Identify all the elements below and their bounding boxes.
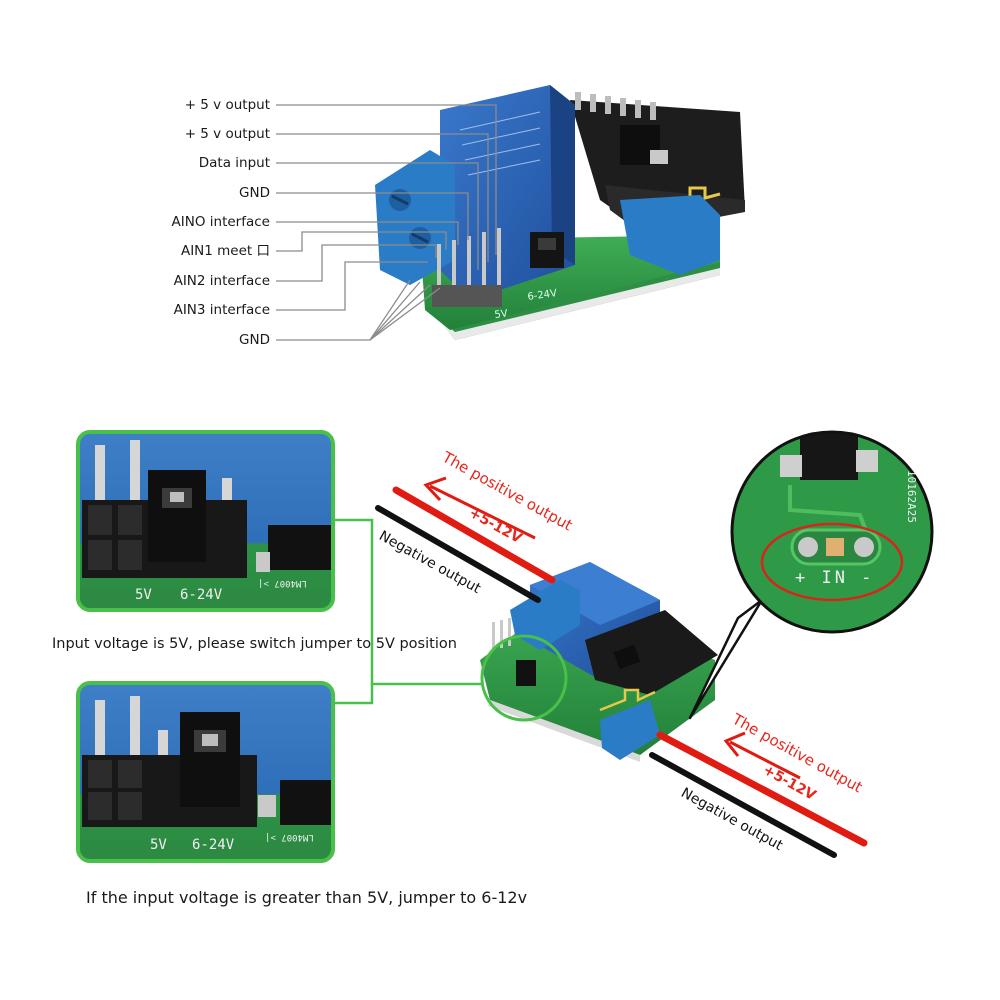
- right-arrow-shaft: [729, 740, 801, 780]
- left-arrow-shaft: [429, 484, 536, 540]
- zoom-connector-lines: [333, 518, 482, 705]
- pin-label-data-input: Data input: [198, 155, 270, 171]
- pin-label-gnd-1: GND: [239, 185, 270, 201]
- pin-leader-lines: [276, 104, 497, 341]
- left-black-wire: [375, 505, 541, 603]
- zoom-top-silk-5v: 5V: [135, 587, 152, 603]
- zoom-panel-6-24v: [76, 681, 335, 863]
- callout-silk-code: 10162A25: [905, 470, 918, 523]
- zoom-top-silk-part: LM4007 >|: [258, 578, 307, 588]
- left-arrow-head: [423, 476, 447, 502]
- zoom-panel-5v: [76, 430, 335, 612]
- caption-jumper-6-24v: If the input voltage is greater than 5V,…: [86, 888, 528, 907]
- callout-silk-in: + IN -: [795, 568, 875, 588]
- pin-label-ain0: AINO interface: [171, 214, 270, 230]
- in-highlight-ellipse: [760, 522, 904, 602]
- zoom-bottom-silk-6-24v: 6-24V: [192, 837, 235, 853]
- input-callout: [688, 430, 934, 720]
- svg-text:5V: 5V: [494, 308, 509, 321]
- pin-label-ain2: AIN2 interface: [173, 273, 270, 289]
- zoom-bottom-silk-part: LM4007 >|: [265, 832, 314, 842]
- zoom-bottom-silk-5v: 5V: [150, 837, 167, 853]
- right-red-wire: [656, 731, 868, 847]
- zoom-top-silk-6-24v: 6-24V: [180, 587, 223, 603]
- left-red-wire: [392, 486, 556, 584]
- pin-label-5v-output-1: + 5 v output: [184, 97, 270, 113]
- main-module: [480, 562, 718, 762]
- right-wires: [649, 731, 868, 858]
- svg-text:6-24V: 6-24V: [527, 288, 558, 303]
- pin-label-ain1: AIN1 meet 口: [180, 243, 270, 259]
- right-arrow-head: [723, 731, 746, 757]
- pin-label-ain3: AIN3 interface: [173, 302, 270, 318]
- left-wires: [375, 476, 556, 603]
- caption-jumper-5v: Input voltage is 5V, please switch jumpe…: [52, 636, 457, 652]
- jumper-highlight-circle: [480, 634, 568, 722]
- pin-label-gnd-2: GND: [239, 332, 270, 348]
- right-black-wire: [649, 752, 837, 858]
- pin-label-5v-output-2: + 5 v output: [184, 126, 270, 142]
- top-module: 5V 6-24V: [375, 85, 745, 340]
